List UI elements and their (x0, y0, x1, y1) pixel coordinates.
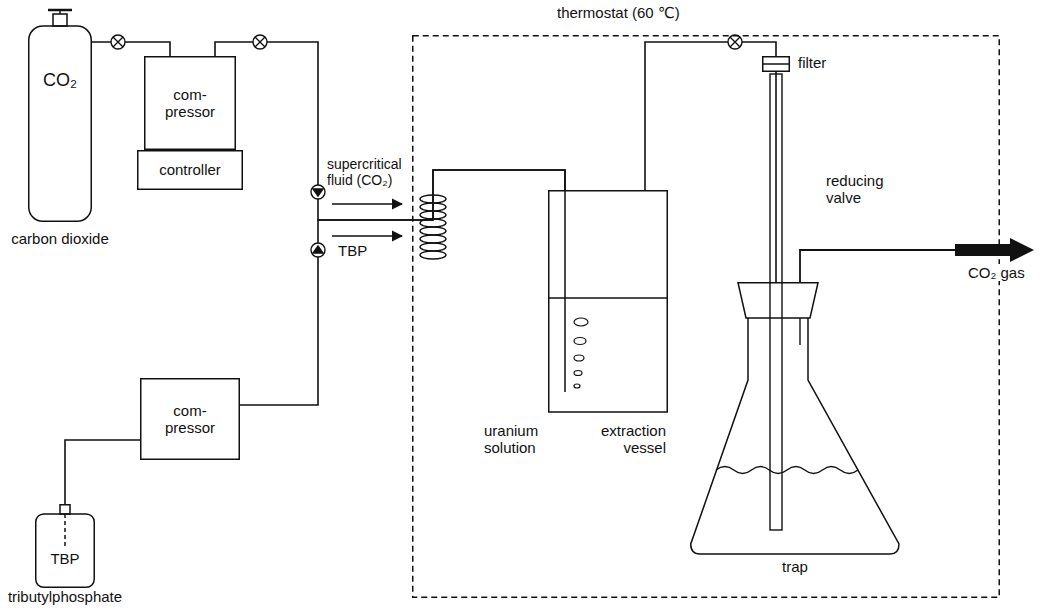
pipe-connector (215, 42, 565, 220)
shape-outline (28, 8, 92, 222)
shape-text: CO₂ (28, 70, 92, 91)
pipe-connector (240, 170, 565, 405)
pipe-connector (92, 42, 170, 56)
part-label: uranium solution (484, 422, 546, 457)
check-valve (311, 185, 325, 257)
flow-label: TBP (338, 242, 367, 259)
extraction-vessel: extraction vessel (548, 190, 668, 460)
shape-text: trap (750, 558, 840, 575)
compressor-box: com- pressor (144, 56, 236, 150)
controller-box: controller (137, 150, 243, 190)
flow-label: supercritical fluid (CO₂) (327, 156, 411, 188)
shape-caption: tributylphosphate (3, 588, 127, 605)
shape-text: extraction vessel (578, 422, 666, 457)
filter-unit: filter (762, 56, 790, 72)
label-arrow (332, 204, 402, 236)
shape-text: TBP (35, 550, 95, 567)
box-text: com- pressor (158, 402, 222, 437)
shape-outline (35, 504, 95, 588)
pipe-connector (65, 440, 140, 504)
box-text: com- pressor (158, 86, 222, 121)
shape-outline (548, 190, 668, 460)
solvent-cylinder: TBPtributylphosphate (35, 504, 95, 588)
shape-outline (762, 56, 790, 72)
flow-label: CO₂ gas (968, 264, 1025, 281)
gas-bubbles (574, 318, 588, 388)
gas-cylinder: CO₂carbon dioxide (28, 8, 92, 222)
shape-text: thermostat (60 ℃) (557, 4, 727, 21)
shape-caption: carbon dioxide (0, 230, 128, 247)
shape-outline (690, 282, 900, 580)
stop-valve (111, 35, 742, 49)
inlet-tube (548, 190, 668, 392)
compressor-box: com- pressor (140, 378, 240, 460)
trap-tube (716, 74, 858, 530)
box-text: controller (159, 161, 221, 178)
pipe-connector (775, 72, 777, 282)
part-label: reducing valve (826, 172, 898, 207)
pipe-connector (645, 42, 776, 190)
heating-coil (420, 195, 446, 259)
trap-flask: trap (690, 282, 900, 580)
shape-outline (412, 35, 1000, 598)
shape-text: filter (798, 54, 850, 71)
thermostat-enclosure: thermostat (60 ℃)extraction vesseltrapfi… (412, 35, 1000, 598)
